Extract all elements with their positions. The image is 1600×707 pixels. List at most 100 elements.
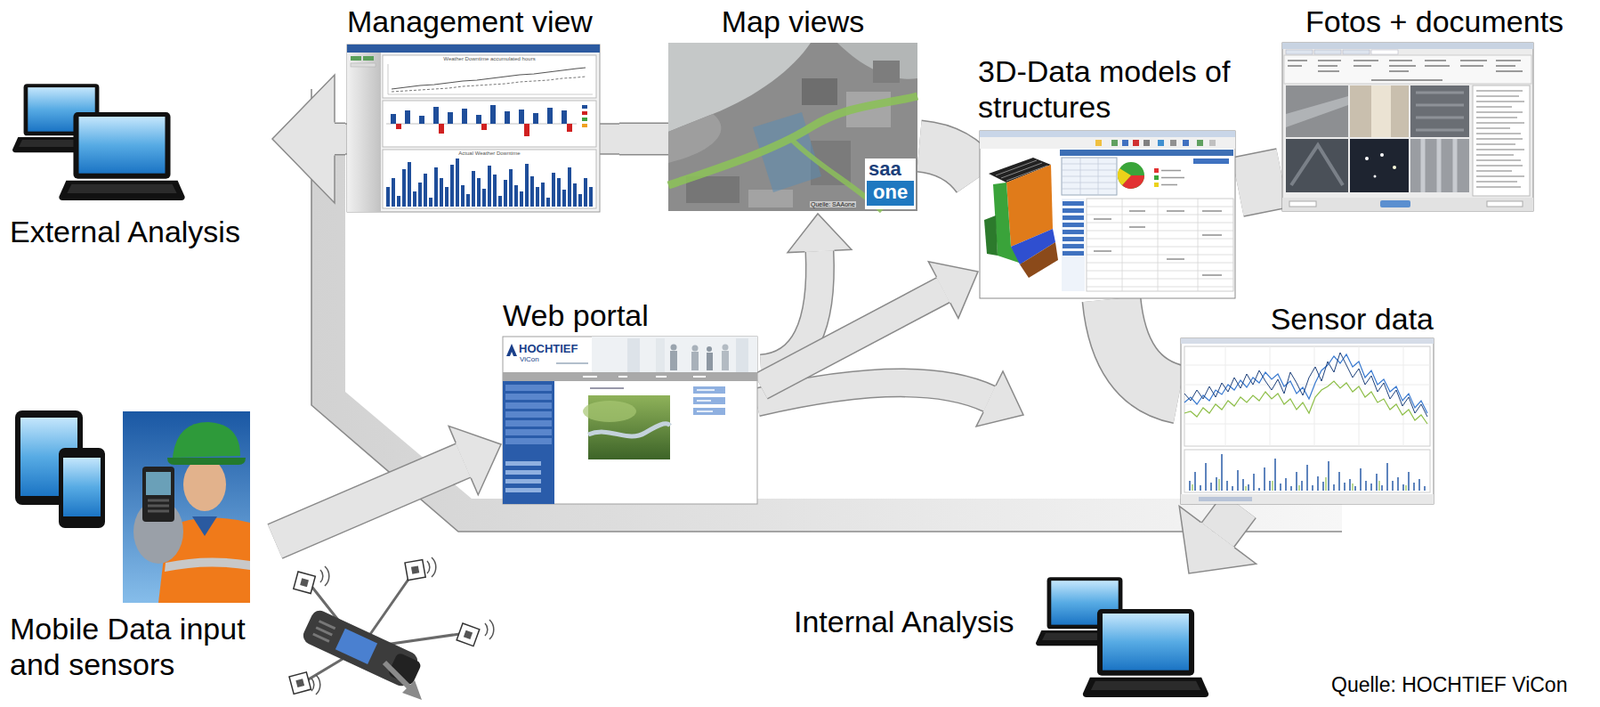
- arrow-band: [334, 123, 346, 154]
- photo-screenshot: [1380, 153, 1384, 157]
- management-screenshot: [398, 123, 570, 137]
- laptop-icons: [1035, 576, 1209, 697]
- worker-photo: [164, 557, 251, 572]
- flow-arrow: [760, 261, 978, 387]
- photo-screenshot: [1422, 138, 1455, 193]
- model-screenshot: [979, 130, 1236, 138]
- rfid-reader: [293, 571, 316, 593]
- image-text: ViCon: [519, 355, 540, 364]
- sensor-screenshot: [1180, 338, 1434, 504]
- image-text: Actual Weather Downtime: [382, 150, 597, 156]
- arrow-band: [919, 145, 978, 178]
- portal-screenshot: [691, 351, 699, 371]
- portal-screenshot: [509, 351, 514, 356]
- rfid-reader: [411, 565, 420, 574]
- photo-screenshot: [1285, 49, 1313, 55]
- sensor-screenshot: [1189, 453, 1425, 491]
- model-screenshot: [1095, 139, 1102, 146]
- worker-photo: [147, 500, 170, 511]
- node-title: Mobile Data input and sensors: [9, 610, 274, 682]
- management-screenshot: [391, 67, 586, 89]
- laptop-icons: [12, 83, 186, 201]
- model-screenshot: [1059, 149, 1234, 156]
- rfid-reader: [404, 559, 426, 581]
- arrow-head-outline: [272, 74, 335, 203]
- arrow-head-outline: [787, 213, 852, 253]
- portal-screenshot: [670, 350, 678, 371]
- arrow-head: [787, 213, 852, 253]
- sensor-screenshot: [1184, 449, 1431, 493]
- portal-screenshot: [627, 338, 640, 372]
- arrow-head-outline: [1179, 505, 1256, 574]
- rfid-reader: [402, 679, 422, 700]
- management-screenshot: [347, 52, 381, 212]
- management-screenshot: [382, 149, 597, 209]
- portal-screenshot: [655, 338, 665, 372]
- photo-screenshot: [1373, 175, 1377, 178]
- model-screenshot: [1117, 168, 1132, 186]
- node-title: Web portal: [502, 297, 760, 333]
- photo-screenshot: [1410, 138, 1470, 193]
- arrow-band: [1217, 505, 1240, 535]
- portal-screenshot: [692, 345, 699, 352]
- arrow-head: [272, 74, 335, 203]
- arrow-band: [619, 123, 669, 154]
- management-screenshot: [581, 117, 588, 122]
- management-screenshot: [363, 56, 374, 61]
- model-screenshot: [1093, 210, 1222, 275]
- photo-screenshot: [1365, 156, 1369, 161]
- portal-screenshot: [505, 463, 542, 491]
- management-screenshot: [387, 158, 591, 207]
- node-title: Internal Analysis: [793, 603, 1026, 639]
- sensor-screenshot: [1184, 346, 1431, 446]
- management-screenshot: [350, 56, 362, 61]
- portal-arrow: [976, 371, 1024, 427]
- photo-screenshot: [1410, 85, 1470, 138]
- model-screenshot: [1143, 139, 1150, 146]
- model-screenshot: [1019, 242, 1059, 278]
- sensor-screenshot: [1180, 338, 1434, 344]
- rfid-reader: [293, 571, 316, 593]
- screenshot-panel: 3D-Data models of structures: [977, 53, 1238, 299]
- icon-group: Mobile Data input and sensors: [7, 407, 275, 689]
- image-text: Weather Downtime accumulated hours: [382, 56, 597, 62]
- arrow-outline: [1237, 177, 1283, 187]
- laptop-icons: [1082, 608, 1209, 697]
- management-screenshot: [581, 105, 588, 109]
- portal-screenshot: [556, 362, 589, 364]
- management-screenshot: [347, 44, 600, 212]
- portal-screenshot: [696, 389, 715, 412]
- photo-screenshot: [1380, 200, 1411, 208]
- photo-screenshot: [1285, 85, 1349, 138]
- flow-arrow: [1179, 505, 1256, 574]
- photo-screenshot: [1284, 55, 1532, 84]
- portal-screenshot: [721, 350, 729, 371]
- rfid-reader: [300, 606, 421, 688]
- portal-screenshot: [502, 336, 758, 504]
- flow-arrow: [619, 138, 669, 140]
- flow-arrow: [1111, 298, 1180, 395]
- model-screenshot: [1061, 157, 1117, 195]
- model-screenshot: [1154, 182, 1159, 187]
- photo-screenshot: [1291, 145, 1343, 186]
- model-screenshot: [984, 215, 998, 256]
- flow-arrow: [274, 426, 502, 542]
- arrow-head: [1179, 505, 1256, 574]
- model-screenshot: [1193, 158, 1229, 164]
- management-screenshot: [387, 64, 593, 95]
- screenshot-panel: Fotos + documents: [1282, 3, 1575, 214]
- arrow-outline: [334, 122, 346, 156]
- management-screenshot: [391, 76, 586, 92]
- worker-photo: [172, 421, 241, 458]
- photo-screenshot: [1285, 138, 1349, 193]
- map-screenshot: [668, 42, 918, 211]
- rfid-reader: [289, 671, 311, 694]
- portal-screenshot: [735, 338, 749, 372]
- portal-screenshot: [502, 380, 555, 504]
- rfid-reader: [456, 622, 480, 647]
- photo-screenshot: [1282, 42, 1534, 211]
- rfid-reader: [299, 577, 309, 587]
- model-screenshot: [1182, 139, 1189, 146]
- model-screenshot: [1061, 198, 1085, 291]
